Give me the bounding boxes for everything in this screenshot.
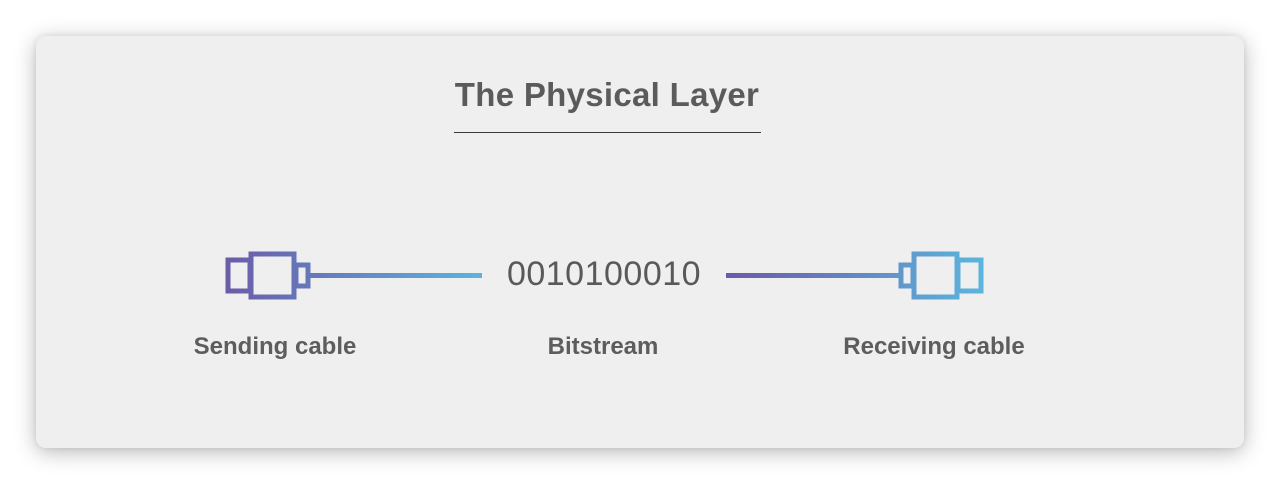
bitstream-value: 0010100010 <box>506 255 702 293</box>
diagram-card <box>36 36 1244 448</box>
title-underline <box>454 132 761 133</box>
sending-cable-label: Sending cable <box>193 333 357 360</box>
receiving-cable-label: Receiving cable <box>843 333 1025 360</box>
sending-cable-plug-icon <box>225 251 311 300</box>
diagram-title: The Physical Layer <box>454 76 760 113</box>
bitstream-label: Bitstream <box>547 333 659 360</box>
receiving-cable-plug-icon <box>898 251 984 300</box>
